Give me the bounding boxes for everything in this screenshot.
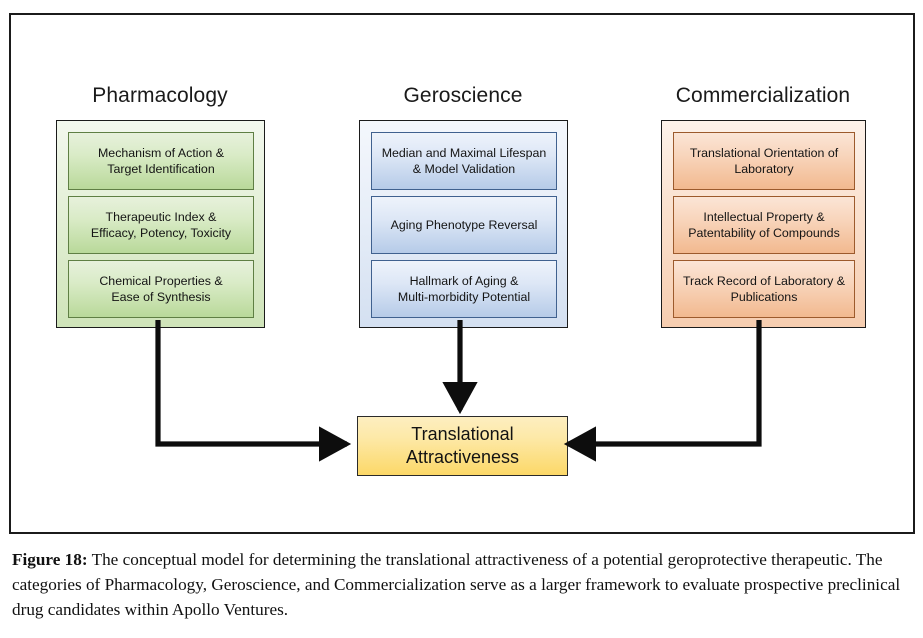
item-text: Chemical Properties &Ease of Synthesis [99, 273, 223, 305]
figure-frame: Pharmacology Geroscience Commercializati… [9, 13, 915, 534]
figure-caption-text: The conceptual model for determining the… [12, 550, 901, 619]
item-text: Hallmark of Aging &Multi-morbidity Poten… [397, 273, 531, 305]
item-text: Track Record of Laboratory &Publications [682, 273, 846, 305]
item-text: Intellectual Property &Patentability of … [688, 209, 840, 241]
item-text: Mechanism of Action &Target Identificati… [97, 145, 225, 177]
item-box-chemical-properties[interactable]: Chemical Properties &Ease of Synthesis [68, 260, 254, 318]
item-box-track-record[interactable]: Track Record of Laboratory &Publications [673, 260, 855, 318]
column-title-commercialization: Commercialization [675, 84, 851, 107]
figure-caption-label: Figure 18: [12, 550, 88, 569]
column-title-pharmacology: Pharmacology [92, 84, 228, 107]
column-title-geroscience: Geroscience [403, 84, 523, 107]
category-container-geroscience[interactable]: Median and Maximal Lifespan& Model Valid… [359, 120, 568, 328]
item-text: Aging Phenotype Reversal [390, 217, 538, 232]
item-box-mechanism-of-action[interactable]: Mechanism of Action &Target Identificati… [68, 132, 254, 190]
item-text: Therapeutic Index &Efficacy, Potency, To… [90, 209, 232, 241]
item-text: Median and Maximal Lifespan& Model Valid… [381, 145, 547, 177]
item-box-aging-phenotype-reversal[interactable]: Aging Phenotype Reversal [371, 196, 557, 254]
category-container-pharmacology[interactable]: Mechanism of Action &Target Identificati… [56, 120, 265, 328]
item-box-intellectual-property[interactable]: Intellectual Property &Patentability of … [673, 196, 855, 254]
item-box-hallmark-of-aging[interactable]: Hallmark of Aging &Multi-morbidity Poten… [371, 260, 557, 318]
figure-caption: Figure 18: The conceptual model for dete… [12, 548, 912, 622]
item-box-therapeutic-index[interactable]: Therapeutic Index &Efficacy, Potency, To… [68, 196, 254, 254]
item-box-median-maximal-lifespan[interactable]: Median and Maximal Lifespan& Model Valid… [371, 132, 557, 190]
